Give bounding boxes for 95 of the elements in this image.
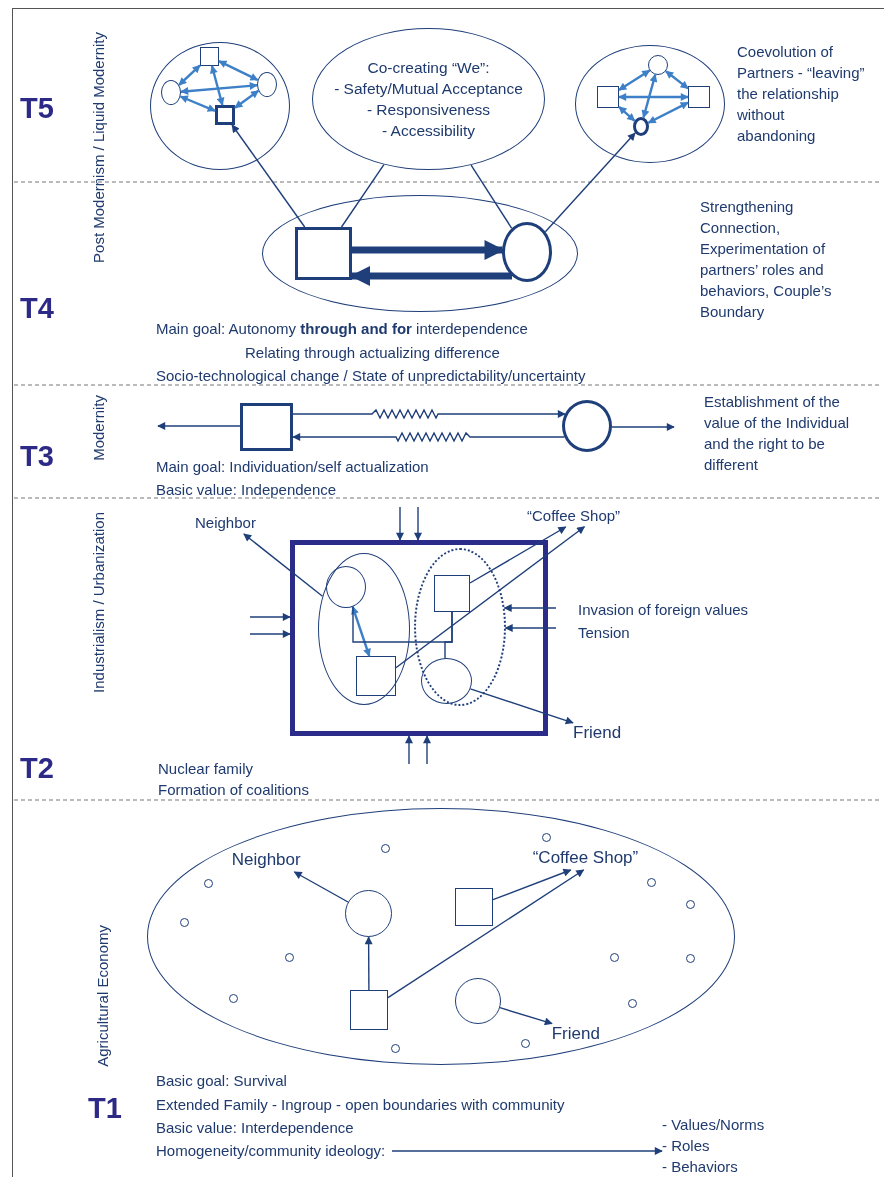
note-text: Establishment of the value of the Individual and the right to be different	[704, 392, 851, 475]
arrow	[364, 936, 373, 991]
node-label: Friend	[551, 1021, 620, 1046]
arrow	[492, 868, 572, 901]
zigzag-arrow	[292, 431, 566, 443]
arrow	[231, 124, 306, 228]
note-text: Main goal: Autonomy through and for interdependence	[156, 319, 528, 339]
double-arrow	[210, 65, 225, 106]
node-label: Friend	[573, 722, 635, 744]
node-label: Homogeneity/community ideology:	[156, 1140, 392, 1161]
note-text: Nuclear family	[158, 759, 254, 779]
arrow	[499, 1007, 553, 1026]
arrow	[469, 688, 574, 725]
arrow	[503, 604, 557, 612]
note-text: Tension	[578, 623, 630, 643]
arrow	[544, 132, 636, 233]
square-shape	[434, 575, 470, 612]
square-shape	[349, 989, 388, 1030]
node-label: Neighbor	[195, 512, 265, 534]
note-text: Main goal: Individuation/self actualization	[156, 457, 429, 477]
frame-rectangle	[290, 540, 548, 736]
square-shape	[240, 403, 293, 451]
ellipse-shape	[414, 548, 506, 706]
note-text: Formation of coalitions	[158, 780, 309, 800]
arrow	[423, 735, 431, 765]
note-text: Coevolution of Partners - “leaving” the relationship without abandoning	[737, 42, 865, 146]
double-arrow	[618, 105, 636, 122]
square-shape	[454, 887, 493, 926]
arrow	[504, 624, 557, 632]
list-item: - Responsiveness	[366, 100, 491, 120]
note-text: Basic value: Independence	[156, 480, 337, 500]
connector-line	[470, 164, 513, 229]
arrow	[405, 735, 413, 765]
double-arrow	[179, 95, 216, 112]
square-shape	[597, 86, 619, 108]
arrow	[414, 506, 422, 541]
list-item: - Roles	[662, 1136, 710, 1156]
square-shape	[294, 226, 352, 280]
note-text: Socio-technological change / State of unpredictability/uncertainty	[156, 366, 586, 386]
period-label: T2	[20, 752, 54, 784]
square-shape	[356, 656, 396, 696]
note-text: Strengthening Connection, Experimentation of partners’ roles and behaviors, Couple’s Boundary	[700, 197, 833, 322]
double-arrow	[618, 69, 651, 91]
node-label: “Coffee Shop”	[532, 845, 671, 870]
circle-shape	[633, 117, 649, 136]
list-item: - Safety/Mutual Acceptance	[334, 79, 523, 99]
arrow	[469, 526, 567, 584]
list-item: - Behaviors	[662, 1157, 738, 1177]
double-arrow	[234, 89, 260, 109]
arrow	[391, 1147, 663, 1155]
arrow	[157, 422, 241, 430]
connector-line	[444, 611, 453, 660]
note-text: Basic goal: Survival	[156, 1071, 287, 1091]
double-arrow	[641, 73, 658, 119]
arrow	[395, 526, 586, 669]
connector-line	[340, 163, 385, 228]
square-shape	[688, 86, 710, 108]
square-shape	[200, 47, 219, 66]
ellipse-shape	[262, 195, 578, 312]
circle-shape	[562, 400, 612, 452]
double-arrow	[178, 64, 201, 86]
double-arrow	[351, 606, 371, 657]
double-arrow	[618, 93, 689, 101]
arrow	[243, 533, 324, 597]
arrow	[293, 871, 349, 903]
arrow	[249, 613, 291, 621]
node-label: “Coffee Shop”	[527, 505, 642, 527]
double-arrow	[180, 81, 258, 96]
list-item: - Values/Norms	[662, 1115, 765, 1135]
double-arrow	[647, 101, 689, 124]
double-arrow	[665, 70, 689, 90]
era-label: Agricultural Economy	[93, 925, 112, 1067]
period-label: T1	[88, 1092, 122, 1124]
arrow	[387, 869, 585, 999]
zigzag-arrow	[292, 408, 566, 420]
circle-shape	[501, 221, 552, 282]
ellipse-shape	[147, 808, 735, 1065]
node-label: Neighbor	[231, 847, 314, 872]
period-label: T4	[20, 292, 54, 324]
period-label: T3	[20, 440, 54, 472]
period-label: T5	[20, 92, 54, 124]
note-text: Extended Family - Ingroup - open boundaries with community	[156, 1095, 565, 1115]
heading-text: Co-creating “We”:	[367, 58, 490, 78]
arrow	[396, 506, 404, 541]
era-label: Post Modernism / Liquid Modernity	[89, 32, 108, 263]
arrow	[610, 423, 675, 431]
era-label: Modernity	[89, 395, 108, 461]
note-text: Relating through actualizing difference	[245, 343, 500, 363]
era-label: Industrialism / Urbanization	[89, 512, 108, 693]
note-text: Basic value: Interdependence	[156, 1118, 354, 1138]
list-item: - Accessibility	[382, 121, 475, 141]
square-shape	[215, 105, 235, 125]
arrow	[249, 630, 291, 638]
double-arrow	[218, 60, 259, 82]
note-text: Invasion of foreign values	[578, 600, 749, 620]
